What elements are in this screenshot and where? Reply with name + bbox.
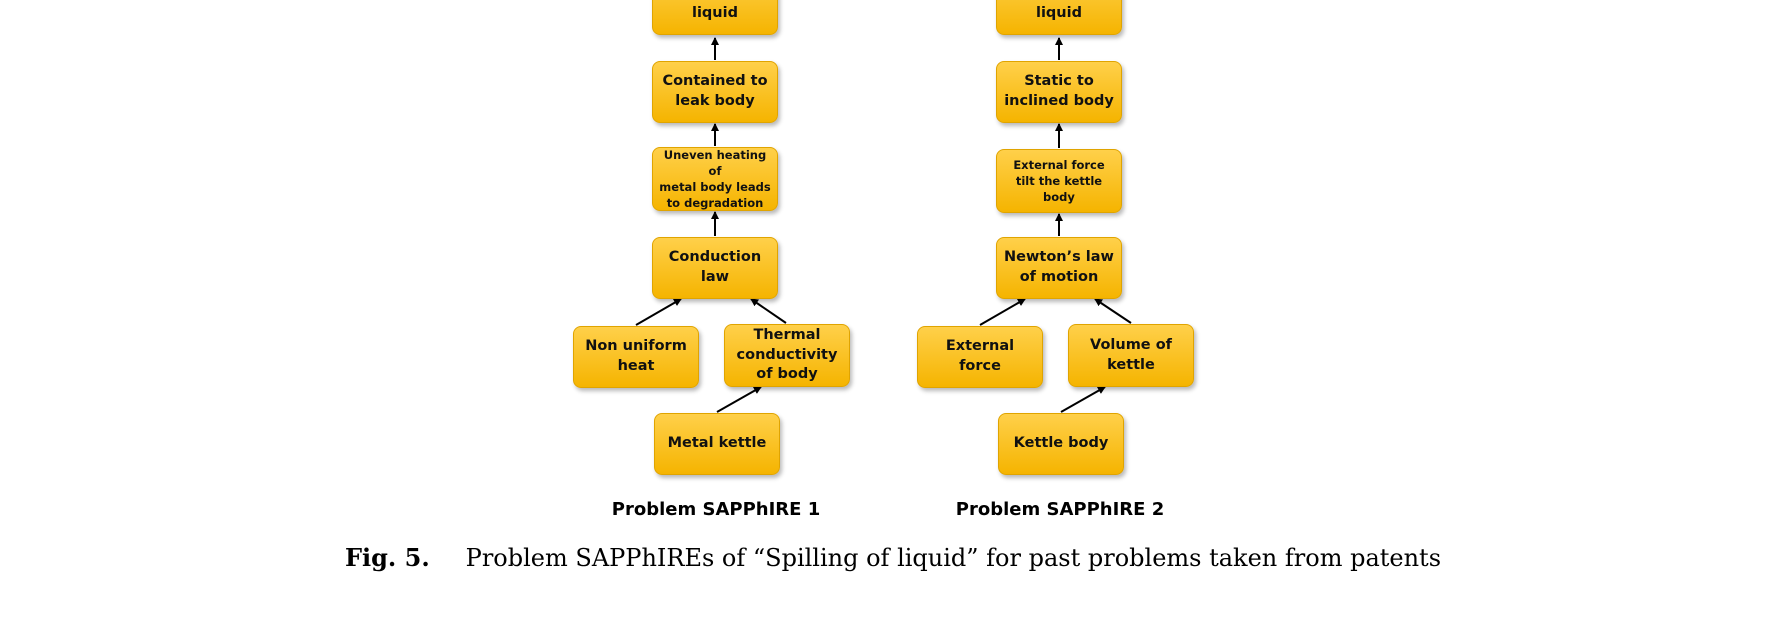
node-2-spilling-of-liquid: Spilling of liquid [996,0,1122,35]
diagram-1-label: Problem SAPPhIRE 1 [611,499,821,520]
node-1-input-right: Thermal conductivity of body [724,324,850,387]
node-1-input-left: Non uniform heat [573,326,699,388]
arrow-2-part-to-right [1060,386,1106,413]
figure-number: Fig. 5. [344,543,430,572]
node-2-part: Kettle body [998,413,1124,475]
arrow-2-right-to-law [1094,298,1132,324]
node-2-input-left: External force [917,326,1043,388]
arrow-2-left-to-law [979,298,1026,326]
diagram-2-label: Problem SAPPhIRE 2 [955,499,1165,520]
arrow-1-left-to-law [635,298,682,326]
figure-caption: Fig. 5. Problem SAPPhIREs of “Spilling of… [0,543,1786,572]
node-2-input-right: Volume of kettle [1068,324,1194,387]
node-1-law: Conduction law [652,237,778,299]
arrow-1-right-to-law [750,298,787,324]
node-2-law: Newton’s law of motion [996,237,1122,299]
node-2-state-change: Static to inclined body [996,61,1122,123]
figure-caption-text: Problem SAPPhIREs of “Spilling of liquid… [465,544,1442,572]
node-1-state-change: Contained to leak body [652,61,778,123]
node-1-spilling-of-liquid: Spilling of liquid [652,0,778,35]
arrow-1-part-to-right [716,386,762,413]
node-1-part: Metal kettle [654,413,780,475]
node-1-effect: Uneven heating of metal body leads to de… [652,147,778,211]
node-2-effect: External force tilt the kettle body [996,149,1122,213]
